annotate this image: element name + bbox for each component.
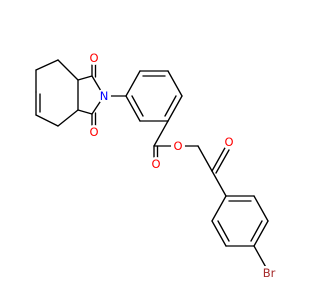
bond-c3-c3a bbox=[57, 59, 79, 81]
bond-ar-double-3 bbox=[131, 95, 144, 117]
atom-o-ester-link: O bbox=[171, 139, 185, 153]
bond-ketone-o bbox=[211, 145, 227, 172]
bond-ar-c1-c2 bbox=[125, 70, 141, 97]
bond-ar-c6-c1 bbox=[125, 95, 141, 122]
bond-c3-c7a bbox=[77, 109, 93, 115]
atom-o-ketone: O bbox=[222, 135, 236, 149]
o-label-top: O bbox=[89, 51, 98, 65]
atom-o-bottom: O bbox=[87, 125, 101, 139]
bond-ar2-c2-c3 bbox=[211, 220, 227, 247]
atom-o-top: O bbox=[87, 51, 101, 65]
bond-ketone-aryl bbox=[211, 170, 227, 197]
o-label-ketone: O bbox=[224, 135, 233, 149]
bond-ar-carboxyl bbox=[153, 120, 169, 147]
bond-ar2-c4-c5 bbox=[253, 220, 269, 247]
o-label-bottom: O bbox=[89, 125, 98, 139]
bond-c3a-c1 bbox=[77, 75, 93, 81]
atom-o-ester-carbonyl: O bbox=[149, 157, 163, 171]
bond-ar-double-2 bbox=[164, 95, 177, 117]
molecule-drawing: N O O O O O Br bbox=[35, 51, 279, 280]
n-label: N bbox=[100, 89, 109, 103]
bond-ch2-ketone bbox=[197, 145, 213, 172]
bond-c7-c6 bbox=[35, 114, 59, 127]
o-label-ester-carbonyl: O bbox=[151, 157, 160, 171]
bond-c2-c3 bbox=[35, 59, 59, 71]
structure-canvas: N O O O O O Br bbox=[35, 51, 279, 280]
br-label: Br bbox=[263, 266, 276, 280]
atom-br: Br bbox=[259, 266, 279, 280]
bond-ar2-c5-c6 bbox=[253, 195, 269, 222]
bond-ar2-c1-c2 bbox=[211, 195, 227, 222]
bond-ar2-double-3 bbox=[250, 220, 263, 242]
o-label-ester-link: O bbox=[173, 139, 182, 153]
atom-n1: N bbox=[97, 89, 111, 103]
bond-c7a-c7 bbox=[57, 109, 79, 127]
bond-ketone-o-double bbox=[215, 149, 230, 174]
bond-ar2-double-1 bbox=[217, 220, 230, 242]
bond-ar-c3-c4 bbox=[167, 70, 183, 97]
bond-ar-c4-c5 bbox=[167, 95, 183, 122]
